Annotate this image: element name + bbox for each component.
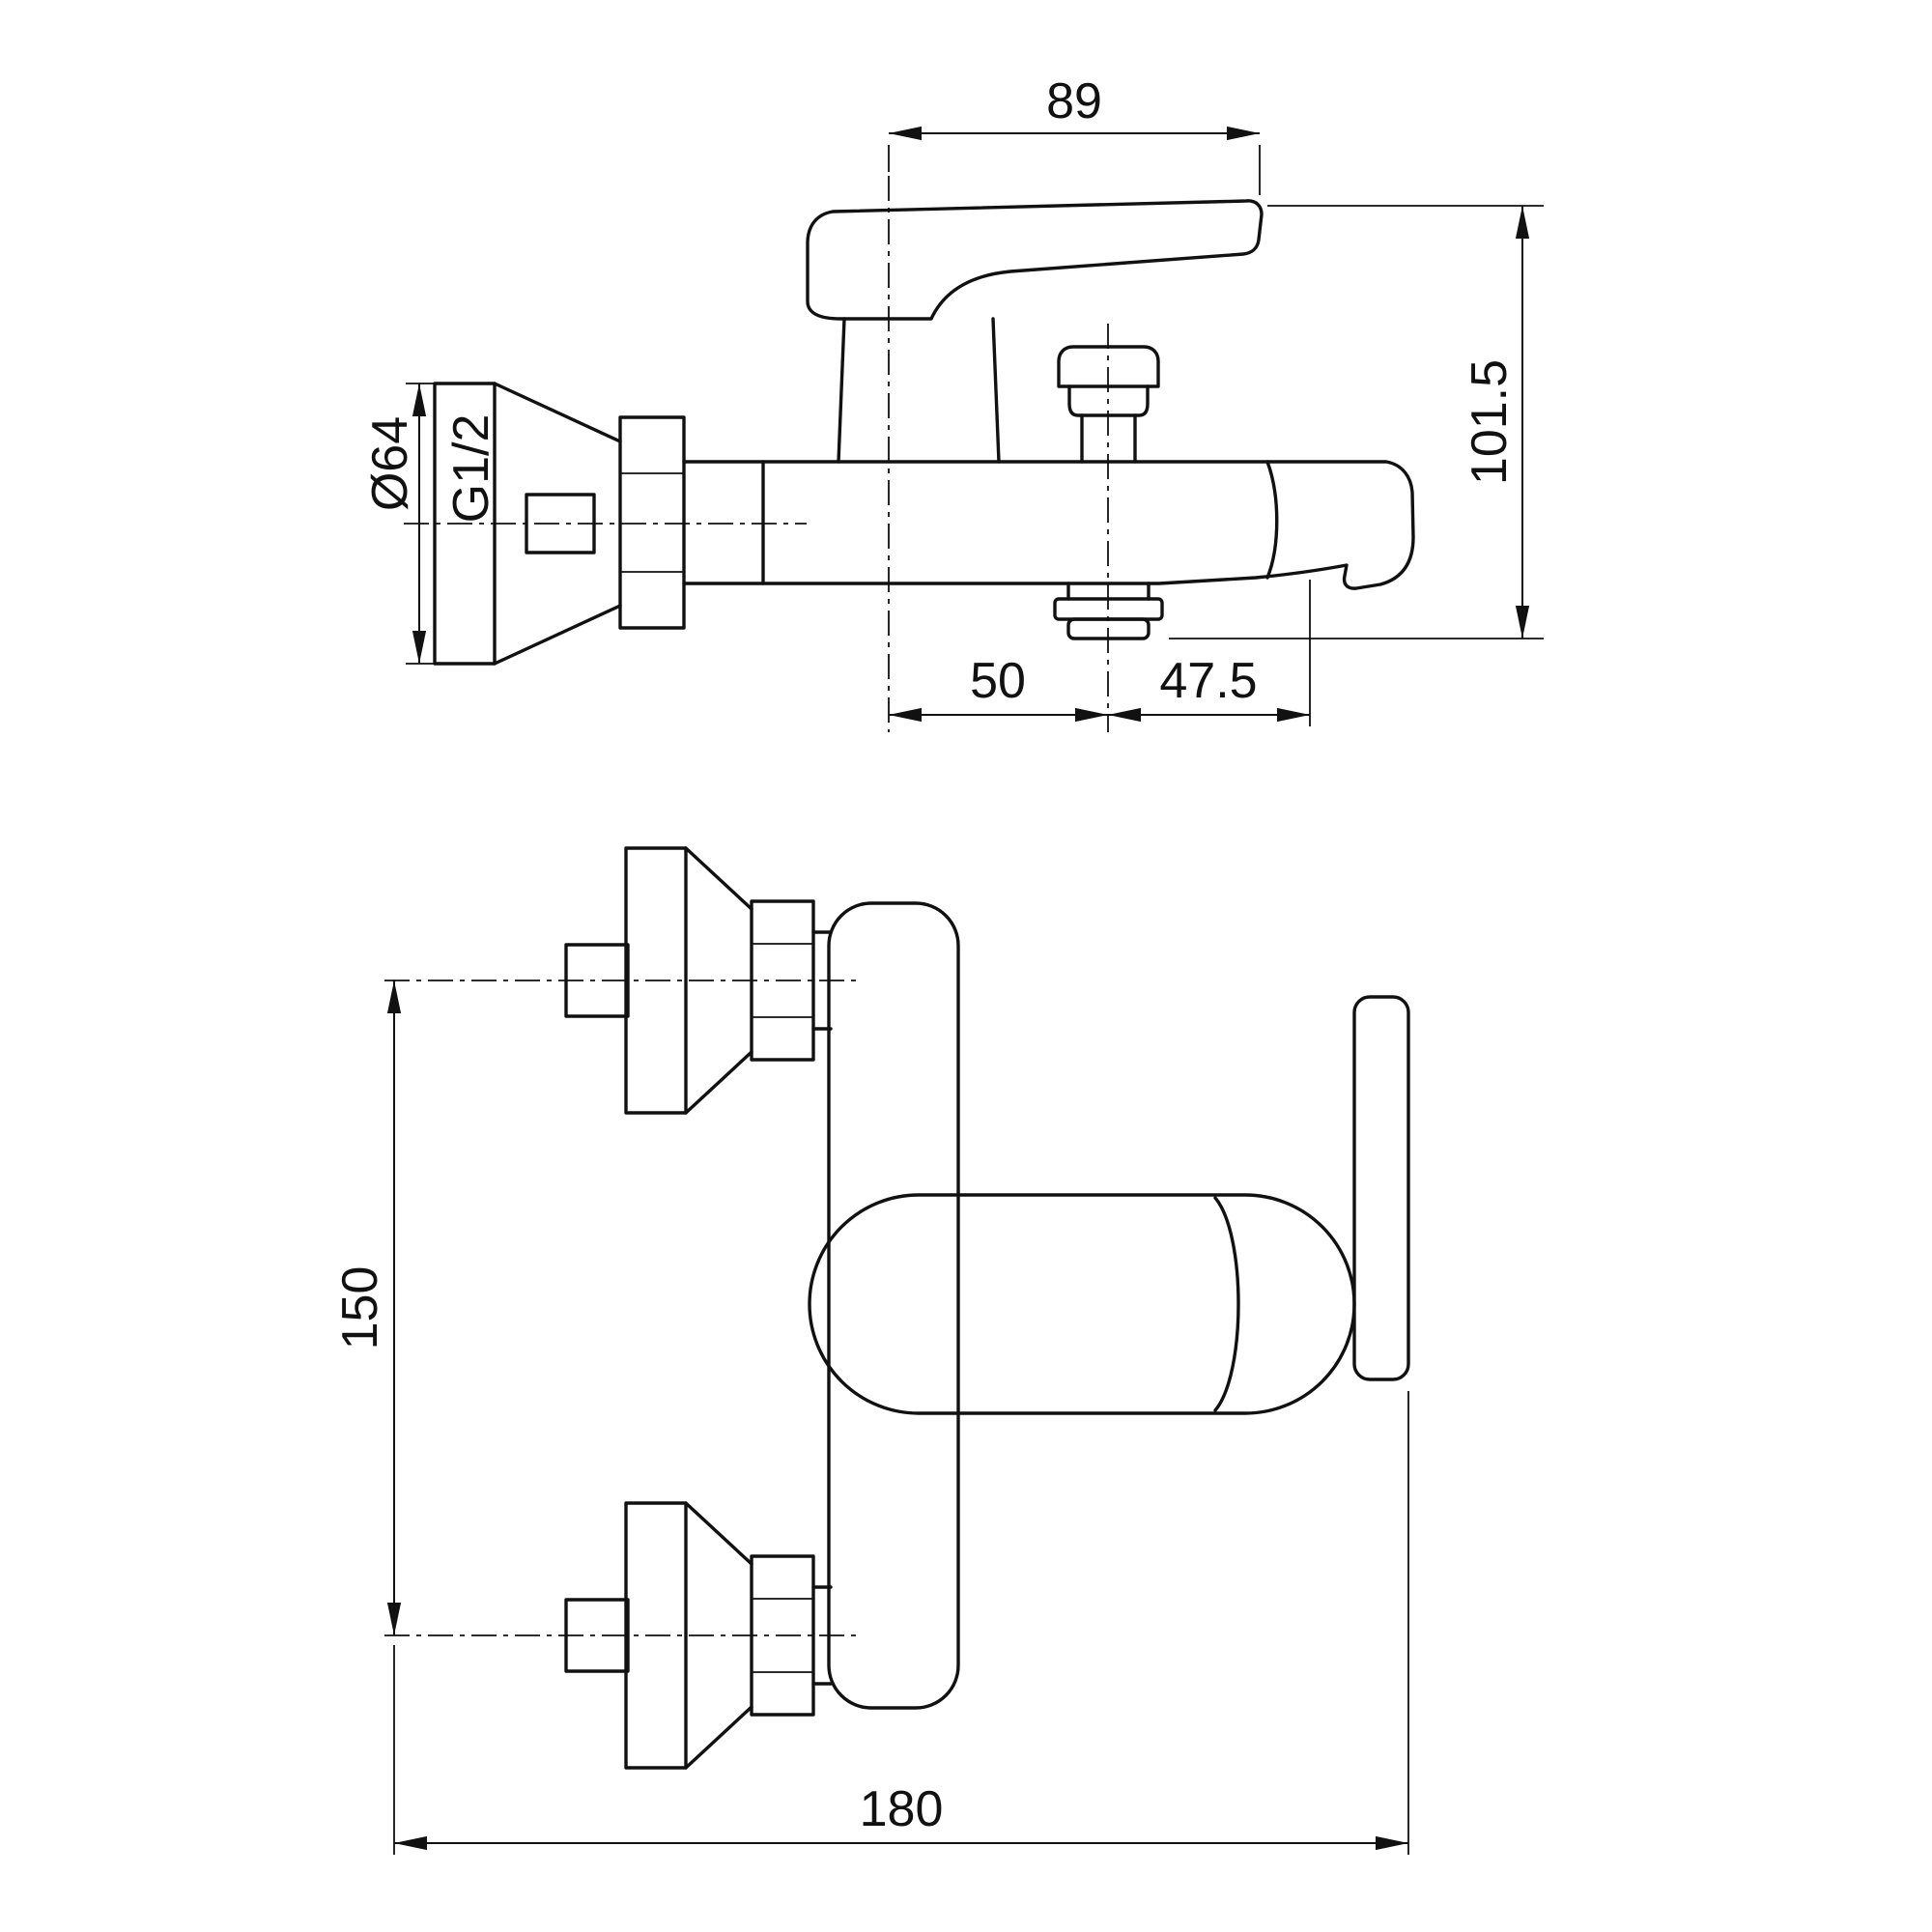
dimension-180: 180	[393, 1391, 1409, 1855]
dim-label-47-5: 47.5	[1159, 653, 1257, 709]
dimension-150: 150	[332, 980, 402, 1635]
dim-label-diameter-64: Ø64	[362, 416, 418, 511]
dim-label-150: 150	[332, 1266, 388, 1350]
dimension-101-5: 101.5	[1169, 205, 1544, 639]
dim-label-89: 89	[1046, 73, 1102, 129]
dim-label-180: 180	[860, 1781, 944, 1837]
valve-body-left-edge	[837, 317, 846, 464]
cartridge-dome-arc	[1213, 1196, 1240, 1412]
lever-handle-outline	[806, 199, 1264, 321]
dimension-flange-diameter: Ø64	[362, 383, 435, 665]
front-view: 150 180	[332, 846, 1410, 1855]
dimension-89: 89	[888, 73, 1261, 195]
valve-body-right-edge	[991, 317, 1001, 464]
handle-edge-outline	[1352, 995, 1410, 1381]
spout-root-arc	[1265, 460, 1279, 580]
dim-label-50: 50	[970, 653, 1026, 709]
connection-nut	[618, 415, 686, 630]
spout-outline	[761, 460, 1415, 590]
thread-size-label: G1/2	[443, 414, 499, 524]
dimension-50-and-47-5: 50 47.5	[889, 580, 1311, 726]
body-column-outline	[827, 901, 960, 1710]
dim-label-101-5: 101.5	[1462, 359, 1518, 485]
side-view: 89 101.5 Ø64 G1/2 50 47.5	[362, 73, 1544, 732]
